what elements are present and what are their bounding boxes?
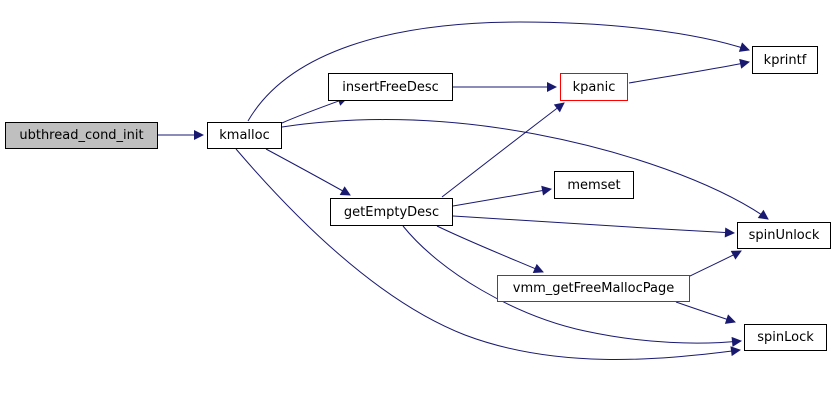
edge-getEmptyDesc-to-spinLock — [402, 225, 742, 347]
edge-getEmptyDesc-to-memset — [452, 185, 552, 207]
edge-kpanic-to-kprintf — [628, 58, 750, 84]
edge-getEmptyDesc-to-spinUnlock — [452, 215, 735, 238]
edge-getEmptyDesc-to-kpanic — [441, 102, 565, 198]
edge-vmm_getFreeMallocPage-to-spinLock — [675, 301, 736, 324]
node-spinUnlock[interactable]: spinUnlock — [737, 222, 831, 249]
edge-kmalloc-to-insertFreeDesc — [281, 96, 348, 124]
node-kpanic[interactable]: kpanic — [560, 73, 628, 101]
node-vmm_getFreeMallocPage[interactable]: vmm_getFreeMallocPage — [497, 275, 690, 302]
edge-getEmptyDesc-to-vmm_getFreeMallocPage — [436, 225, 544, 274]
node-memset[interactable]: memset — [554, 171, 634, 199]
node-getEmptyDesc[interactable]: getEmptyDesc — [330, 198, 453, 226]
node-ubthread_cond_init: ubthread_cond_init — [5, 122, 158, 149]
edge-kmalloc-to-getEmptyDesc — [265, 148, 351, 196]
node-spinLock[interactable]: spinLock — [744, 324, 827, 351]
node-kprintf[interactable]: kprintf — [752, 46, 818, 74]
node-insertFreeDesc[interactable]: insertFreeDesc — [328, 73, 453, 101]
edge-kmalloc-to-spinLock — [235, 148, 741, 360]
node-kmalloc[interactable]: kmalloc — [207, 122, 282, 149]
edge-kmalloc-to-spinUnlock — [281, 119, 769, 220]
edge-kmalloc-to-kprintf — [247, 21, 750, 122]
edge-vmm_getFreeMallocPage-to-spinUnlock — [689, 250, 742, 277]
